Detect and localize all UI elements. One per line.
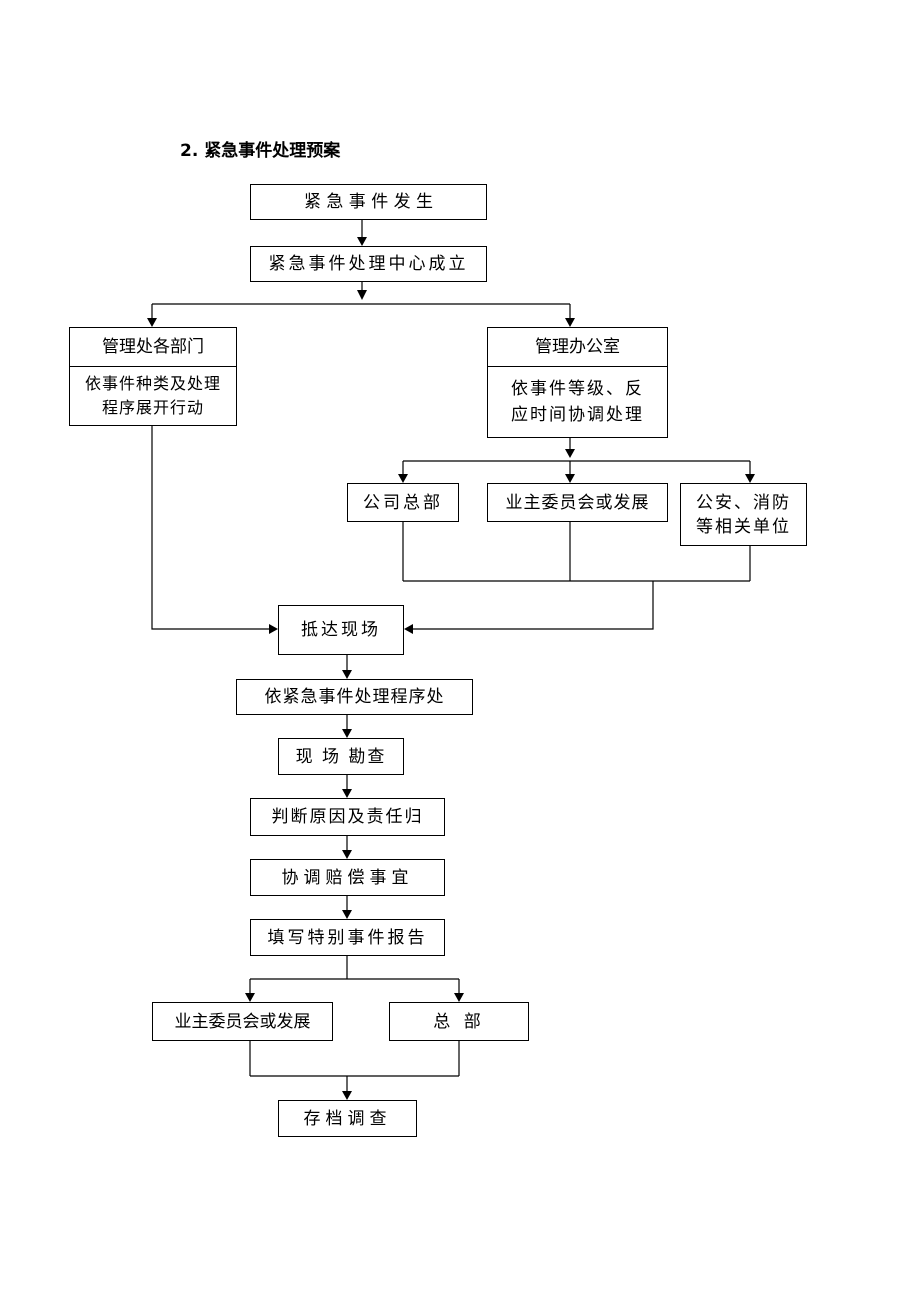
page-title: 2. 紧急事件处理预案 (180, 141, 341, 161)
arrowhead-office (565, 318, 575, 327)
arrowhead-compensate (342, 850, 352, 859)
arrowhead-occur-center (357, 237, 367, 246)
arrowhead-center (357, 290, 367, 300)
node-archive: 存档调查 (278, 1100, 417, 1137)
node-hq: 公司总部 (347, 483, 459, 522)
arrowhead-arrive-right (404, 624, 413, 634)
node-dept: 管理处各部门 依事件种类及处理 程序展开行动 (69, 327, 237, 426)
node-dept-line1: 依事件种类及处理 (84, 374, 221, 393)
node-report: 填写特别事件报告 (250, 919, 445, 956)
arrowhead-procedure (342, 670, 352, 679)
arrowhead-office-down (565, 449, 575, 458)
arrowhead-survey (342, 729, 352, 738)
node-procedure: 依紧急事件处理程序处 (236, 679, 473, 715)
connector-merge-to-arrive (411, 581, 654, 630)
node-compensate: 协调赔偿事宜 (250, 859, 445, 896)
arrowhead-hq (398, 474, 408, 483)
node-office-line2: 应时间协调处理 (511, 405, 644, 425)
arrowhead-owners1 (565, 474, 575, 483)
arrowhead-judge (342, 789, 352, 798)
node-dept-line2: 程序展开行动 (101, 398, 204, 417)
arrowhead-owners2 (245, 993, 255, 1002)
node-owners2: 业主委员会或发展 (152, 1002, 333, 1041)
arrowhead-dept (147, 318, 157, 327)
node-dept-head: 管理处各部门 (70, 328, 236, 367)
node-survey: 现 场 勘查 (278, 738, 404, 775)
arrowhead-report (342, 910, 352, 919)
connector-dept-to-arrive (151, 425, 272, 630)
node-police-line1: 公安、消防 (696, 492, 791, 513)
arrowhead-police (745, 474, 755, 483)
node-owners1: 业主委员会或发展 (487, 483, 668, 522)
node-office-head: 管理办公室 (488, 328, 667, 367)
node-police-line2: 等相关单位 (696, 516, 791, 537)
node-office: 管理办公室 依事件等级、反 应时间协调处理 (487, 327, 668, 438)
arrowhead-arrive-left (269, 624, 278, 634)
node-arrive: 抵达现场 (278, 605, 404, 655)
node-judge: 判断原因及责任归 (250, 798, 445, 836)
node-hq2: 总 部 (389, 1002, 529, 1041)
node-office-line1: 依事件等级、反 (511, 379, 644, 399)
node-center: 紧急事件处理中心成立 (250, 246, 487, 282)
arrowhead-archive (342, 1091, 352, 1100)
arrowhead-hq2 (454, 993, 464, 1002)
node-occur: 紧 急 事 件 发 生 (250, 184, 487, 220)
node-police: 公安、消防 等相关单位 (680, 483, 807, 546)
